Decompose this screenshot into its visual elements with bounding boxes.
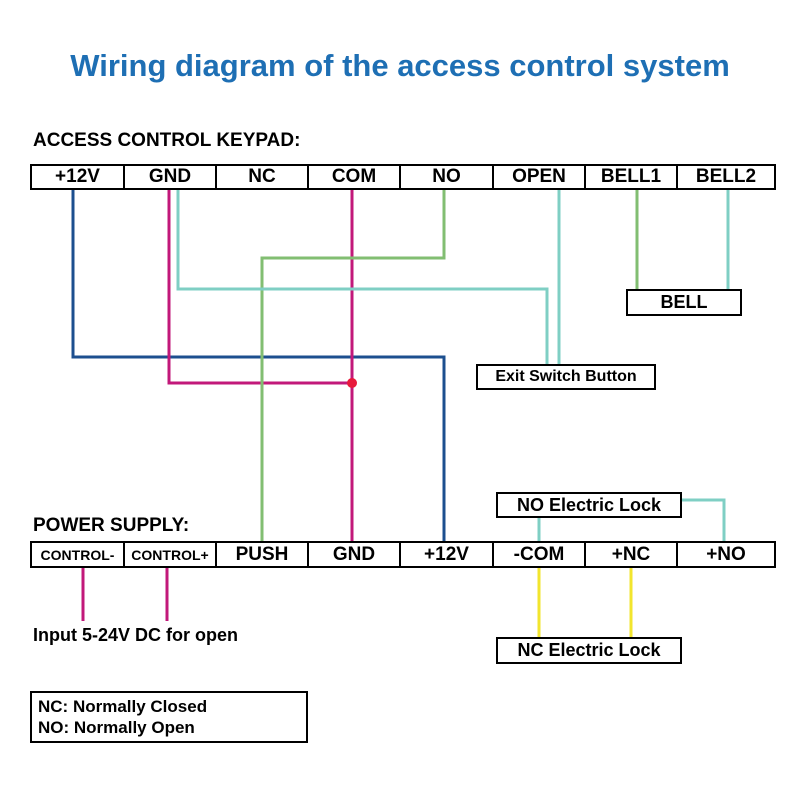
keypad-terminal-bell1: BELL1 xyxy=(586,166,678,188)
wire-12v xyxy=(71,188,446,541)
keypad-terminal-com: COM xyxy=(309,166,401,188)
wire-nolock-no xyxy=(682,498,726,541)
keypad-terminal-open: OPEN xyxy=(494,166,586,188)
ps-terminal-no: +NO xyxy=(706,543,746,565)
keypad-terminal-12v: +12V xyxy=(32,166,125,188)
ps-terminal-com: -COM xyxy=(494,543,586,566)
junction-dot xyxy=(347,378,357,388)
wire-gnd xyxy=(167,188,352,385)
ps-terminal-control-plus: CONTROL+ xyxy=(125,543,217,566)
wire-no-push xyxy=(260,188,446,541)
keypad-terminal-gnd: GND xyxy=(125,166,217,188)
keypad-terminal-strip: +12V GND NC COM NO OPEN BELL1 BELL2 xyxy=(30,164,776,190)
ps-terminal-control-minus: CONTROL- xyxy=(32,543,125,566)
wire-gnd-exit xyxy=(176,188,549,364)
legend-nc: NC: Normally Closed xyxy=(38,697,208,716)
keypad-terminal-no: NO xyxy=(401,166,494,188)
control-input-note: Input 5-24V DC for open xyxy=(33,625,239,645)
ps-terminal-push: PUSH xyxy=(217,543,309,566)
keypad-label: ACCESS CONTROL KEYPAD: xyxy=(33,130,301,151)
ps-terminal-gnd: GND xyxy=(309,543,401,566)
keypad-terminal-bell2: BELL2 xyxy=(695,166,757,187)
ps-terminal-nc: +NC xyxy=(586,543,678,566)
power-supply-terminal-strip: CONTROL- CONTROL+ PUSH GND +12V -COM +NC… xyxy=(30,541,776,568)
exit-switch-box: Exit Switch Button xyxy=(476,364,656,390)
bell-box: BELL xyxy=(626,289,742,316)
ps-terminal-12v: +12V xyxy=(401,543,494,566)
legend-box: NC: Normally Closed NO: Normally Open xyxy=(30,691,308,743)
diagram-title: Wiring diagram of the access control sys… xyxy=(70,48,730,83)
keypad-terminal-nc: NC xyxy=(217,166,309,188)
nc-electric-lock-box: NC Electric Lock xyxy=(496,637,682,664)
no-electric-lock-box: NO Electric Lock xyxy=(496,492,682,518)
legend-no: NO: Normally Open xyxy=(38,718,195,737)
power-supply-label: POWER SUPPLY: xyxy=(33,515,190,536)
